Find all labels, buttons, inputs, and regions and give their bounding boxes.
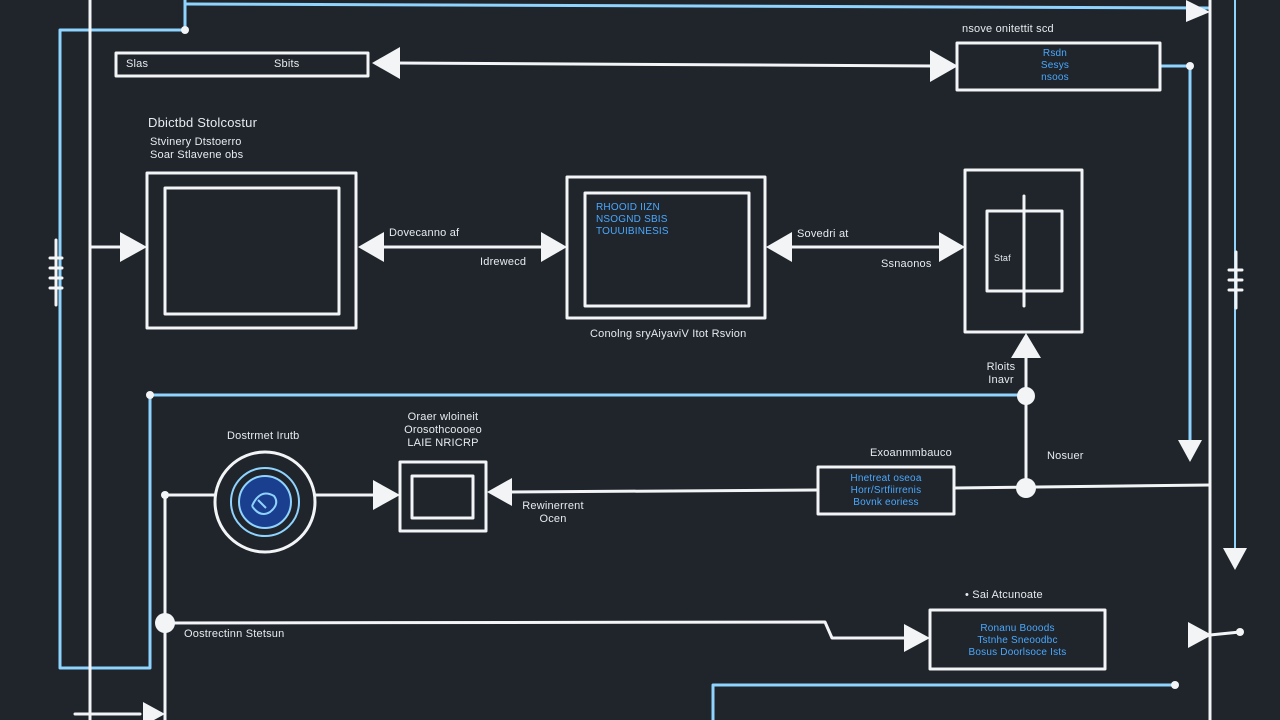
arrowhead-conn2-right xyxy=(939,232,965,262)
right-device-label: Staf xyxy=(994,253,1011,263)
left-screen-outer xyxy=(145,171,358,330)
small-box-heading-line-2: Orosothcoooeo xyxy=(404,424,482,436)
junction-dot-right-upper xyxy=(1017,387,1035,405)
top-right-box-line-1: Rsdn xyxy=(1042,48,1068,59)
round-node-label: Dostrmet Irutb xyxy=(227,430,300,442)
junction-dot-far-right xyxy=(1236,628,1244,636)
arrowhead-top-right-down xyxy=(1178,440,1202,462)
arrowhead-top-right xyxy=(930,50,958,82)
left-screen-inner xyxy=(163,186,341,316)
mid-right-box-line-1: Hnetreat oseoa xyxy=(850,473,922,484)
bottom-route-line xyxy=(163,620,907,640)
center-caption: Conolng sryAiyaviV Itot Rsvion xyxy=(590,328,747,340)
feedback-label-1: Rloits xyxy=(986,361,1016,373)
round-node-ring xyxy=(230,467,300,537)
bottom-right-box-text: Ronanu Booods Tstnhe Sneoodbc Bosus Door… xyxy=(940,623,1095,659)
junction-dot-top-left xyxy=(181,26,189,34)
mid-box-to-small-line xyxy=(508,488,820,494)
mid-right-box-line-2: Horr/Srtfiirrenis xyxy=(850,485,922,496)
connector-2-bottom-label: Ssnaonos xyxy=(881,258,932,270)
top-right-box-line-3: nsoos xyxy=(1041,72,1069,83)
round-node-left-feed xyxy=(163,493,216,720)
left-header-word-1: Dbictbd xyxy=(148,115,194,130)
center-screen-text: RHOOID IIZN NSOGND SBIS TOUUIBINESIS xyxy=(596,202,669,238)
junction-dot-bottom-blue xyxy=(1171,681,1179,689)
left-header-word-2: Stolcostur xyxy=(197,115,258,130)
center-screen-line-3: TOUUIBINESIS xyxy=(596,226,669,237)
connector-1-top-label: Dovecanno af xyxy=(389,227,460,239)
bottom-right-box-line-3: Bosus Doorlsoce Ists xyxy=(968,647,1067,658)
bottom-right-tap xyxy=(1208,630,1242,637)
left-sub-line-2: Soar Stlavene obs xyxy=(150,149,244,161)
feedback-label-2: Inavr xyxy=(988,374,1014,386)
bottom-right-box-frame xyxy=(928,608,1107,671)
top-right-box-line-2: Sesys xyxy=(1040,60,1070,71)
mid-right-box-line-3: Bovnk eoriess xyxy=(853,497,919,508)
arrowhead-bottom-left xyxy=(143,702,165,720)
top-right-heading: nsove onitettit scd xyxy=(962,23,1054,35)
small-box-right-line-1: Rewinerrent xyxy=(522,500,584,512)
arrowhead-up-device xyxy=(1011,333,1041,358)
round-node-outer xyxy=(213,450,317,554)
center-screen-inner xyxy=(583,191,751,308)
center-screen-outer xyxy=(565,175,767,320)
mid-right-box-text: Hnetreat oseoa Horr/Srtfiirrenis Bovnk e… xyxy=(826,473,946,509)
junction-dot-left-blue xyxy=(146,391,154,399)
left-subheader: Stvinery Dtstoerro Soar Stlavene obs xyxy=(150,136,243,162)
mid-right-box-frame xyxy=(816,465,956,516)
top-right-box-text: Rsdn Sesys nsoos xyxy=(1000,48,1110,84)
small-box-outer xyxy=(398,460,488,533)
left-sub-line-1: Stvinery Dtstoerro xyxy=(150,136,242,148)
junction-dot-right-lower xyxy=(1016,478,1036,498)
top-double-arrow-line xyxy=(393,61,937,68)
small-box-inner xyxy=(410,474,475,520)
small-box-heading: Oraer wloineit Orosothcoooeo LAIE NRICRP xyxy=(395,411,491,450)
right-device-outer xyxy=(963,168,1084,334)
arrowhead-bottom-route xyxy=(904,624,930,652)
arrowhead-conn2-left xyxy=(766,232,792,262)
arrowhead-conn1-right xyxy=(541,232,567,262)
junction-dot-top-bar xyxy=(1186,62,1194,70)
mid-right-heading: Exoanmmbauco xyxy=(870,447,952,459)
arrowhead-conn1-left xyxy=(358,232,384,262)
arrowhead-into-small-box xyxy=(487,478,512,506)
junction-dot-left-feed xyxy=(161,491,169,499)
top-bus-line xyxy=(58,0,1022,670)
mid-right-bus xyxy=(953,483,1212,490)
bottom-right-heading: • Sai Atcunoate xyxy=(965,589,1043,601)
arrowhead-top-corner xyxy=(1186,0,1210,22)
left-coil-symbol xyxy=(48,238,64,307)
arrowhead-top-left xyxy=(372,47,400,79)
bottom-right-box-line-2: Tstnhe Sneoodbc xyxy=(977,635,1058,646)
bottom-blue-line xyxy=(711,683,1177,720)
small-box-right-line-2: Ocen xyxy=(539,513,567,525)
round-node-glyph xyxy=(251,492,278,515)
center-screen-line-2: NSOGND SBIS xyxy=(596,214,668,225)
arrowhead-bottom-right xyxy=(1188,622,1212,648)
top-bar-left-label: Slas xyxy=(126,58,149,70)
junction-dot-bottom-left xyxy=(155,613,175,633)
top-edge-line xyxy=(183,2,1212,10)
small-box-right-label: Rewinerrent Ocen xyxy=(512,500,594,526)
right-coil-symbol xyxy=(1227,250,1244,310)
connector-1-bottom-label: Idrewecd xyxy=(480,256,527,268)
left-header: Dbictbd Stolcostur xyxy=(148,116,257,129)
bottom-right-box-line-1: Ronanu Booods xyxy=(980,623,1055,634)
connector-2-top-label: Sovedri at xyxy=(797,228,849,240)
top-right-drop xyxy=(1158,64,1192,447)
arrowhead-far-right-down xyxy=(1223,548,1247,570)
center-screen-line-1: RHOOID IIZN xyxy=(596,202,660,213)
round-node-core xyxy=(238,475,292,529)
bottom-left-label: Oostrectinn Stetsun xyxy=(184,628,285,640)
top-bar-right-label: Sbits xyxy=(274,58,300,70)
arrowhead-node-to-box xyxy=(373,480,400,510)
far-right-label: Nosuer xyxy=(1047,450,1084,462)
top-bar-frame xyxy=(114,51,370,78)
arrowhead-left-screen-in xyxy=(120,232,147,262)
feedback-labels: Rloits Inavr xyxy=(976,361,1026,387)
small-box-heading-line-3: LAIE NRICRP xyxy=(407,437,479,449)
small-box-heading-line-1: Oraer wloineit xyxy=(407,411,479,423)
